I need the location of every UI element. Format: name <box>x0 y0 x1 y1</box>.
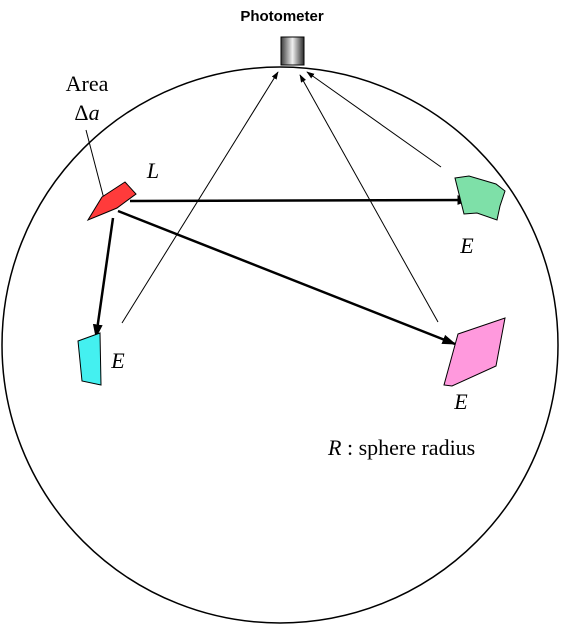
sphere-outline <box>1 66 559 624</box>
emission-arrow-bottom-right <box>117 209 457 346</box>
reflection-arrow-bottom-right <box>299 74 439 323</box>
source-patch <box>86 181 137 222</box>
illuminance-label-bottom-right: E <box>453 389 468 414</box>
area-leader-line <box>85 129 105 200</box>
reflection-arrow-left <box>121 71 279 324</box>
luminance-label: L <box>146 158 159 183</box>
illuminance-label-left: E <box>110 348 125 373</box>
patch-top-right <box>454 175 506 221</box>
area-symbol-label: Δa <box>74 100 99 125</box>
area-word-label: Area <box>66 71 109 96</box>
photometer-label: Photometer <box>240 8 324 25</box>
patch-bottom-right <box>443 317 506 387</box>
emission-arrow-left <box>92 217 115 339</box>
emission-arrow-top-right <box>129 195 472 205</box>
radius-note: R : sphere radius <box>327 435 475 460</box>
reflection-arrow-top-right <box>306 71 442 168</box>
photometer-icon <box>280 36 305 66</box>
illuminance-label-top-right: E <box>459 233 474 258</box>
patch-left <box>77 332 102 386</box>
